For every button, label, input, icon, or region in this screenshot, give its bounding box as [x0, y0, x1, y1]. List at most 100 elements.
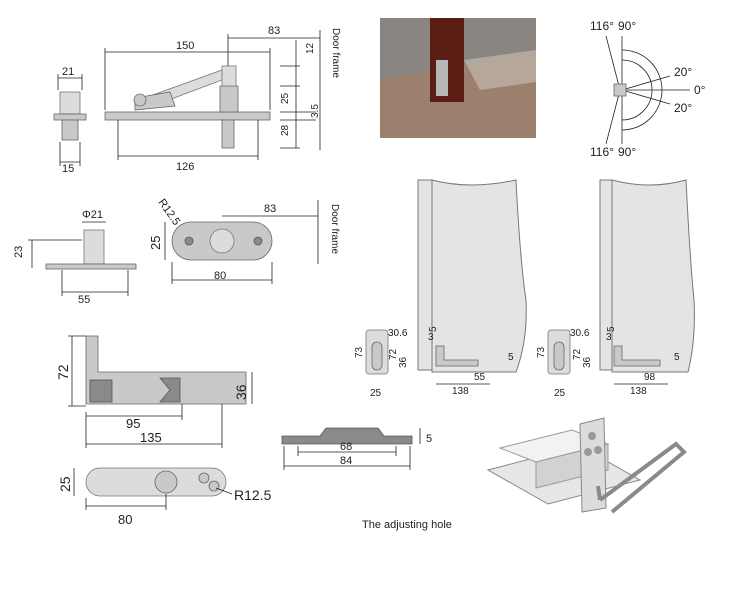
section-view: 72 36 95 135	[55, 335, 253, 448]
dim-84: 84	[340, 455, 352, 467]
dim-83-top: 83	[268, 25, 280, 37]
side-view-mechanism: 150 83 Door frame 12 25 3.5 28 126	[104, 25, 341, 173]
dim-25-arm: 25	[57, 476, 73, 492]
dim-r12-5-plate: R12.5	[156, 197, 183, 228]
angle-20-top: 20°	[674, 65, 692, 79]
right-dim-25: 25	[554, 388, 566, 399]
dim-12: 12	[305, 42, 316, 54]
right-dim-72: 72	[572, 348, 583, 360]
door-frame-label-top: Door frame	[330, 28, 341, 78]
dim-36-section: 36	[233, 384, 249, 400]
bottom-bracket-side: Φ21 23 55	[13, 209, 137, 306]
right-dim-98: 98	[644, 372, 656, 383]
section-insert-mid	[159, 377, 181, 403]
plate-profile	[281, 427, 413, 445]
section-insert-left	[89, 379, 113, 403]
section-body	[85, 335, 247, 405]
right-dim-3: 3	[606, 332, 612, 343]
left-dim-36: 36	[398, 356, 409, 368]
bracket-sleeve	[83, 229, 105, 265]
dim-15: 15	[62, 163, 74, 175]
dim-150: 150	[176, 40, 194, 52]
right-dim-30-6: 30.6	[570, 328, 590, 339]
arm-plan-view: 25 80 R12.5	[57, 467, 272, 527]
photo-hinge	[436, 60, 448, 96]
photo-light	[464, 50, 536, 90]
left-dim-72: 72	[388, 348, 399, 360]
dim-80-plate: 80	[214, 270, 226, 282]
front-view-small: 21 15	[53, 66, 87, 175]
pivot-symbol	[613, 83, 627, 97]
dim-3-5: 3.5	[310, 104, 321, 118]
front-flange	[53, 113, 87, 121]
left-dim-3: 3	[428, 332, 434, 343]
door-leaf-right	[611, 179, 695, 373]
angle-20-bottom: 20°	[674, 101, 692, 115]
top-block	[221, 65, 237, 87]
left-dim-30-6: 30.6	[388, 328, 408, 339]
render-hole-b	[594, 446, 602, 454]
right-dim-36: 36	[582, 356, 593, 368]
left-dim-73: 73	[354, 346, 365, 358]
pivot-knob	[133, 93, 147, 107]
dim-95: 95	[126, 416, 140, 431]
hex-key-short	[596, 485, 602, 501]
spindle	[221, 119, 235, 149]
front-spindle	[61, 119, 79, 141]
door-frame-label-mid: Door frame	[329, 204, 340, 254]
dim-5-plate: 5	[426, 433, 432, 445]
left-dim-55: 55	[474, 372, 486, 383]
dim-25-plate: 25	[148, 236, 163, 250]
angle-116-top: 116°	[590, 19, 614, 33]
right-dim-5-right: 5	[674, 352, 680, 363]
arm-plan-hole-small-b	[208, 480, 220, 492]
dim-55-bracket: 55	[78, 294, 90, 306]
right-dim-5-top: 5	[606, 326, 617, 332]
body-block	[219, 85, 239, 113]
plate-hole-right	[253, 236, 263, 246]
hinge-3d-render	[486, 417, 687, 514]
left-dim-5-right: 5	[508, 352, 514, 363]
dim-83-plate: 83	[264, 203, 276, 215]
plate-center-hole	[209, 228, 235, 254]
swing-angle-diagram: 116° 90° 20° 0° 20° 116° 90°	[590, 19, 706, 159]
detail-left-slot	[371, 341, 383, 371]
installation-photo	[380, 18, 536, 138]
angle-90-bottom: 90°	[618, 145, 636, 159]
plate-side-view: 5 68 84 The adjusting hole	[281, 427, 452, 531]
door-leaf-left	[431, 179, 527, 373]
dim-25-side: 25	[280, 92, 291, 104]
door-hinge-right	[613, 345, 661, 367]
hex-key	[598, 441, 687, 514]
dim-68: 68	[340, 441, 352, 453]
door-elevation-right: 30.6 5 3 73 72 36 5 98 25 138	[536, 179, 695, 399]
plate-hole-left	[184, 236, 194, 246]
dim-72-section: 72	[55, 364, 71, 380]
dim-r12-5-arm: R12.5	[234, 487, 272, 503]
dim-135: 135	[140, 430, 162, 445]
door-hinge-left	[435, 345, 479, 367]
left-dim-25: 25	[370, 388, 382, 399]
front-top	[59, 91, 81, 115]
base-plate	[104, 111, 271, 121]
arm-plan-hole	[154, 470, 178, 494]
right-dim-138: 138	[630, 386, 647, 397]
bracket-plate	[45, 263, 137, 270]
arm-plan-hole-small-a	[198, 472, 210, 484]
dim-21-front: 21	[62, 66, 74, 78]
right-dim-73: 73	[536, 346, 547, 358]
top-plate-plan: R12.5 25 83 Door frame 80	[148, 197, 340, 284]
render-hole-c	[584, 448, 592, 456]
adjusting-hole-caption: The adjusting hole	[362, 519, 452, 531]
angle-116-bottom: 116°	[590, 145, 614, 159]
dim-80-arm: 80	[118, 512, 132, 527]
dim-23: 23	[13, 246, 25, 258]
detail-right-slot	[553, 341, 565, 371]
left-dim-5-top: 5	[428, 326, 439, 332]
render-hole-a	[588, 432, 596, 440]
dim-28: 28	[280, 124, 291, 136]
left-dim-138: 138	[452, 386, 469, 397]
angle-0: 0°	[694, 83, 706, 97]
door-elevation-left: 30.6 5 3 73 72 36 5 55 25 138	[354, 179, 527, 399]
